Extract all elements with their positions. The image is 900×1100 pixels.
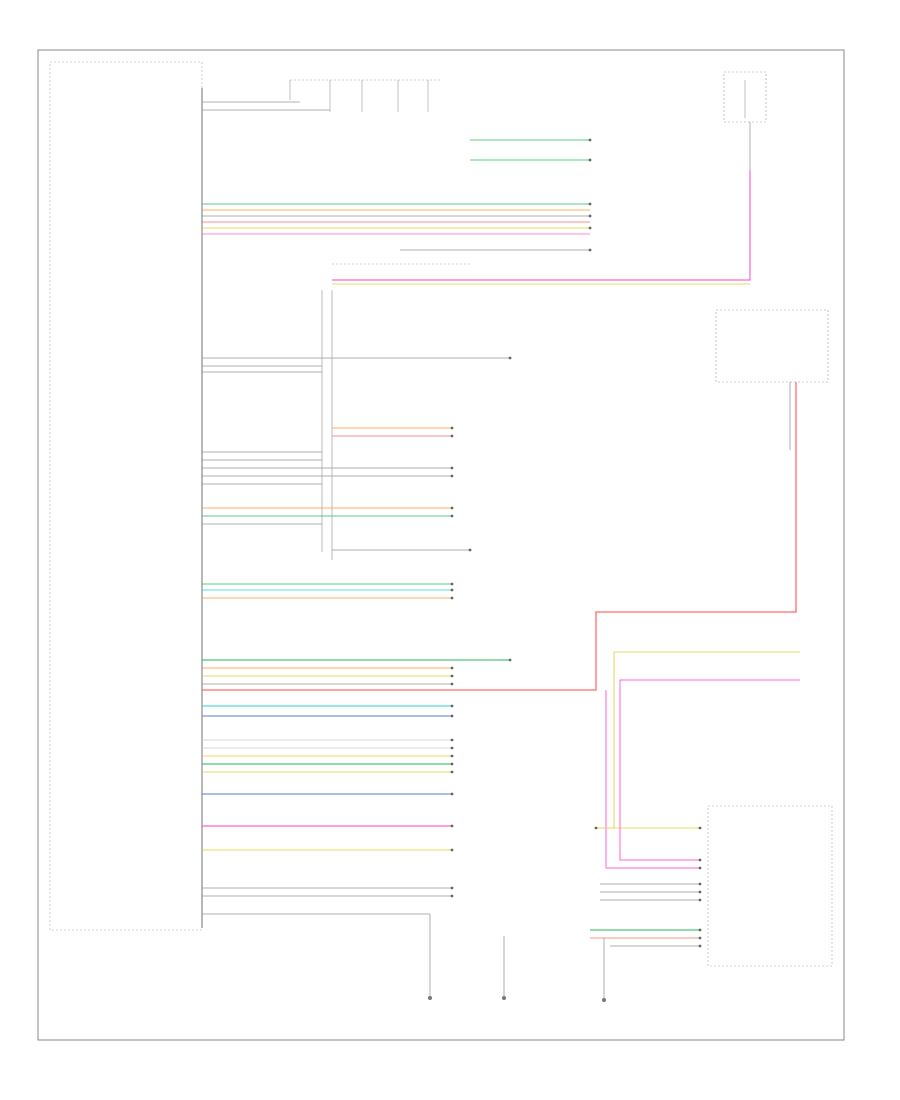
ground-drops xyxy=(428,914,606,1002)
pink-wire-top xyxy=(332,170,751,281)
wire-group-lower xyxy=(202,659,510,915)
red-wire-right xyxy=(202,382,797,691)
wire-group-upper xyxy=(202,139,590,251)
wire-group-middle xyxy=(202,357,510,599)
top-right-relay-box xyxy=(723,71,767,170)
connector-dots xyxy=(450,138,702,948)
main-module-box xyxy=(49,61,203,931)
diagram-frame xyxy=(37,49,845,1041)
right-bottom-module xyxy=(707,805,833,967)
switch-box xyxy=(715,309,829,383)
yellow-wire-right xyxy=(613,651,800,829)
pink-wire-right-b xyxy=(605,690,700,869)
top-fuse-block xyxy=(202,79,440,112)
magenta-wire-right xyxy=(619,679,800,861)
